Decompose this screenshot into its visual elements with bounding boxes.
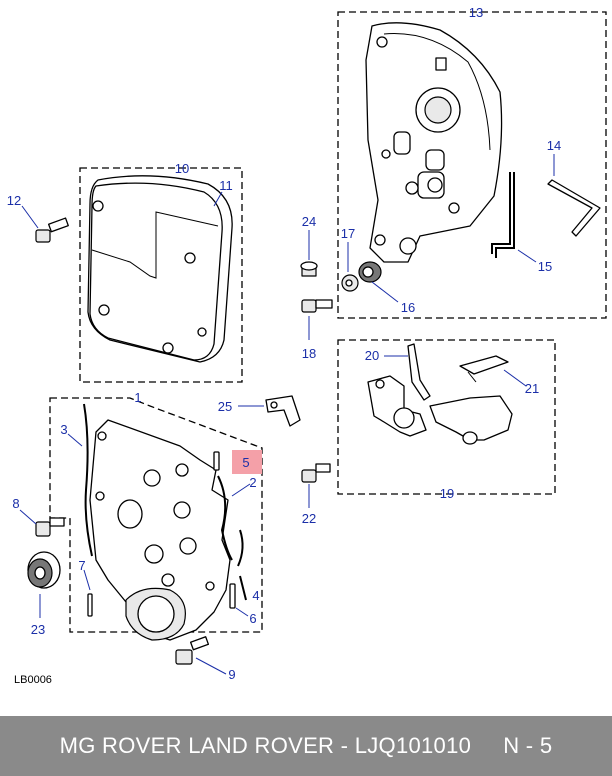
callout-label-7: 7 <box>78 558 85 573</box>
callout-13: 13 <box>469 5 483 20</box>
bolt-part-9[interactable] <box>175 636 210 665</box>
callout-label-11: 11 <box>219 178 233 193</box>
callout-label-22: 22 <box>302 511 316 526</box>
callout-label-13: 13 <box>469 5 483 20</box>
dowel-part-6[interactable] <box>229 583 236 609</box>
bolt-part-22[interactable] <box>301 463 331 483</box>
callout-label-23: 23 <box>31 622 45 637</box>
pin-part-7[interactable] <box>87 593 93 617</box>
callout-label-6: 6 <box>249 611 256 626</box>
seal-part-17[interactable] <box>341 274 359 292</box>
callout-label-3: 3 <box>60 422 67 437</box>
footer-banner: MG ROVER LAND ROVER - LJQ101010 N - 5 <box>0 716 612 776</box>
group-13-frame <box>337 11 607 319</box>
callout-label-24: 24 <box>302 214 316 229</box>
seal-strip-part-2[interactable] <box>217 475 244 567</box>
rear-timing-cover-part-13[interactable] <box>365 22 503 263</box>
front-cover-part-10[interactable] <box>89 182 223 361</box>
callout-label-17: 17 <box>341 226 355 241</box>
diagram-code: LB0006 <box>14 674 52 686</box>
tensioner-arm-part-20[interactable] <box>407 343 431 401</box>
tensioner-part-19[interactable] <box>367 375 513 445</box>
bracket-part-14[interactable] <box>547 179 601 237</box>
group-10-frame <box>79 167 243 383</box>
strip-part-4[interactable] <box>239 575 247 601</box>
gasket-part-3[interactable] <box>83 403 93 557</box>
callout-label-16: 16 <box>401 300 415 315</box>
callout-label-14: 14 <box>547 138 561 153</box>
footer-text: MG ROVER LAND ROVER - LJQ101010 N - 5 <box>59 733 553 758</box>
dowel-part-5[interactable] <box>213 451 220 471</box>
callout-label-5: 5 <box>242 455 249 470</box>
callout-label-19: 19 <box>440 486 454 501</box>
pin-part-15[interactable] <box>491 172 515 258</box>
clip-part-21[interactable] <box>459 355 509 383</box>
parts-diagram: 13 14 15 16 17 24 18 <box>7 5 607 686</box>
callout-label-9: 9 <box>228 667 235 682</box>
plug-part-24[interactable] <box>300 261 318 277</box>
callout-label-4: 4 <box>252 588 259 603</box>
callout-label-1: 1 <box>134 390 141 405</box>
pulley-part-23[interactable] <box>27 551 61 589</box>
callout-label-10: 10 <box>175 161 189 176</box>
callout-label-2: 2 <box>249 475 256 490</box>
group-19-frame <box>337 339 556 495</box>
oil-seal-part-16[interactable] <box>358 261 382 283</box>
bolt-part-12[interactable] <box>35 217 69 243</box>
callout-label-12: 12 <box>7 193 21 208</box>
callout-label-8: 8 <box>12 496 19 511</box>
bolt-part-8[interactable] <box>35 517 65 537</box>
bracket-part-25[interactable] <box>265 395 301 427</box>
highlight-callout-5 <box>232 450 262 474</box>
timing-cover-part-1[interactable] <box>89 419 231 641</box>
callout-label-15: 15 <box>538 259 552 274</box>
callout-label-25: 25 <box>218 399 232 414</box>
callout-label-21: 21 <box>525 381 539 396</box>
bolt-part-18[interactable] <box>301 299 333 313</box>
callout-label-18: 18 <box>302 346 316 361</box>
callout-label-20: 20 <box>365 348 379 363</box>
